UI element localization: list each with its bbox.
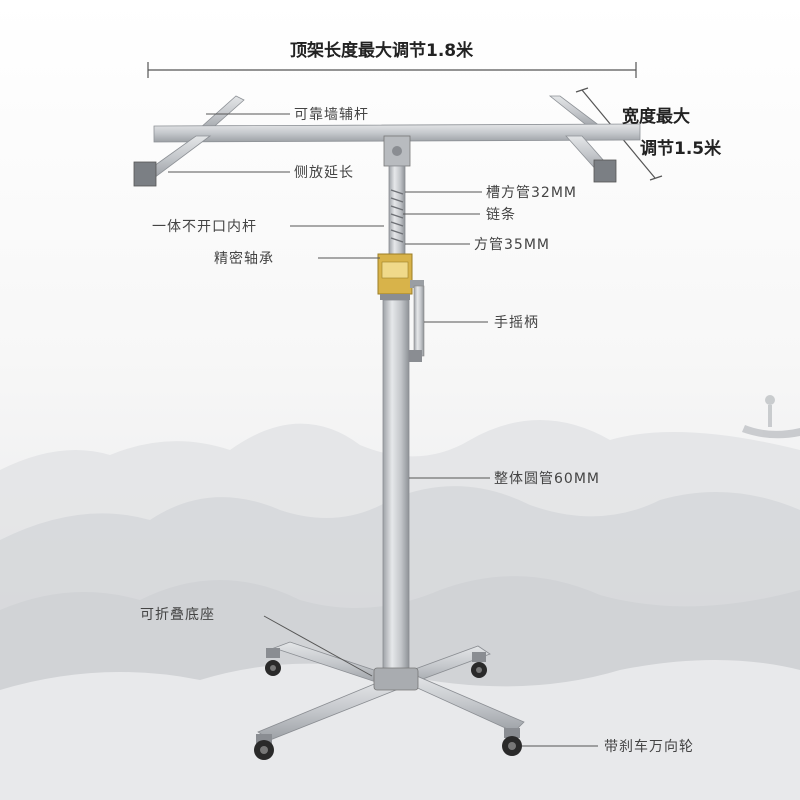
bearing-block (377, 253, 413, 300)
fold-base-label: 可折叠底座 (140, 607, 215, 623)
top-length-label: 顶架长度最大调节1.8米 (290, 41, 474, 61)
lift-mechanism (388, 165, 406, 259)
inner-rod-label: 一体不开口内杆 (152, 219, 257, 235)
width-label-line1: 宽度最大 (622, 107, 690, 127)
folding-base (257, 641, 525, 741)
bearing-label: 精密轴承 (214, 251, 274, 267)
main-pole (382, 299, 410, 676)
top-length-dimension (147, 62, 637, 78)
top-frame (133, 95, 641, 187)
width-label-line2: 调节1.5米 (640, 139, 722, 159)
crank-handle (408, 280, 425, 362)
leader-lines (168, 113, 598, 747)
chain-label: 链条 (486, 207, 516, 223)
wheels-label: 带刹车万向轮 (604, 739, 694, 755)
caster-wheels (254, 648, 522, 760)
boat-silhouette (742, 395, 800, 439)
round-tube-label: 整体圆管60MM (494, 471, 600, 487)
crank-label: 手摇柄 (494, 315, 539, 331)
wall-rod-label: 可靠墙辅杆 (294, 107, 369, 123)
side-extension-label: 侧放延长 (294, 165, 354, 181)
square-tube-label: 方管35MM (474, 237, 550, 253)
groove-tube-label: 槽方管32MM (486, 185, 577, 201)
